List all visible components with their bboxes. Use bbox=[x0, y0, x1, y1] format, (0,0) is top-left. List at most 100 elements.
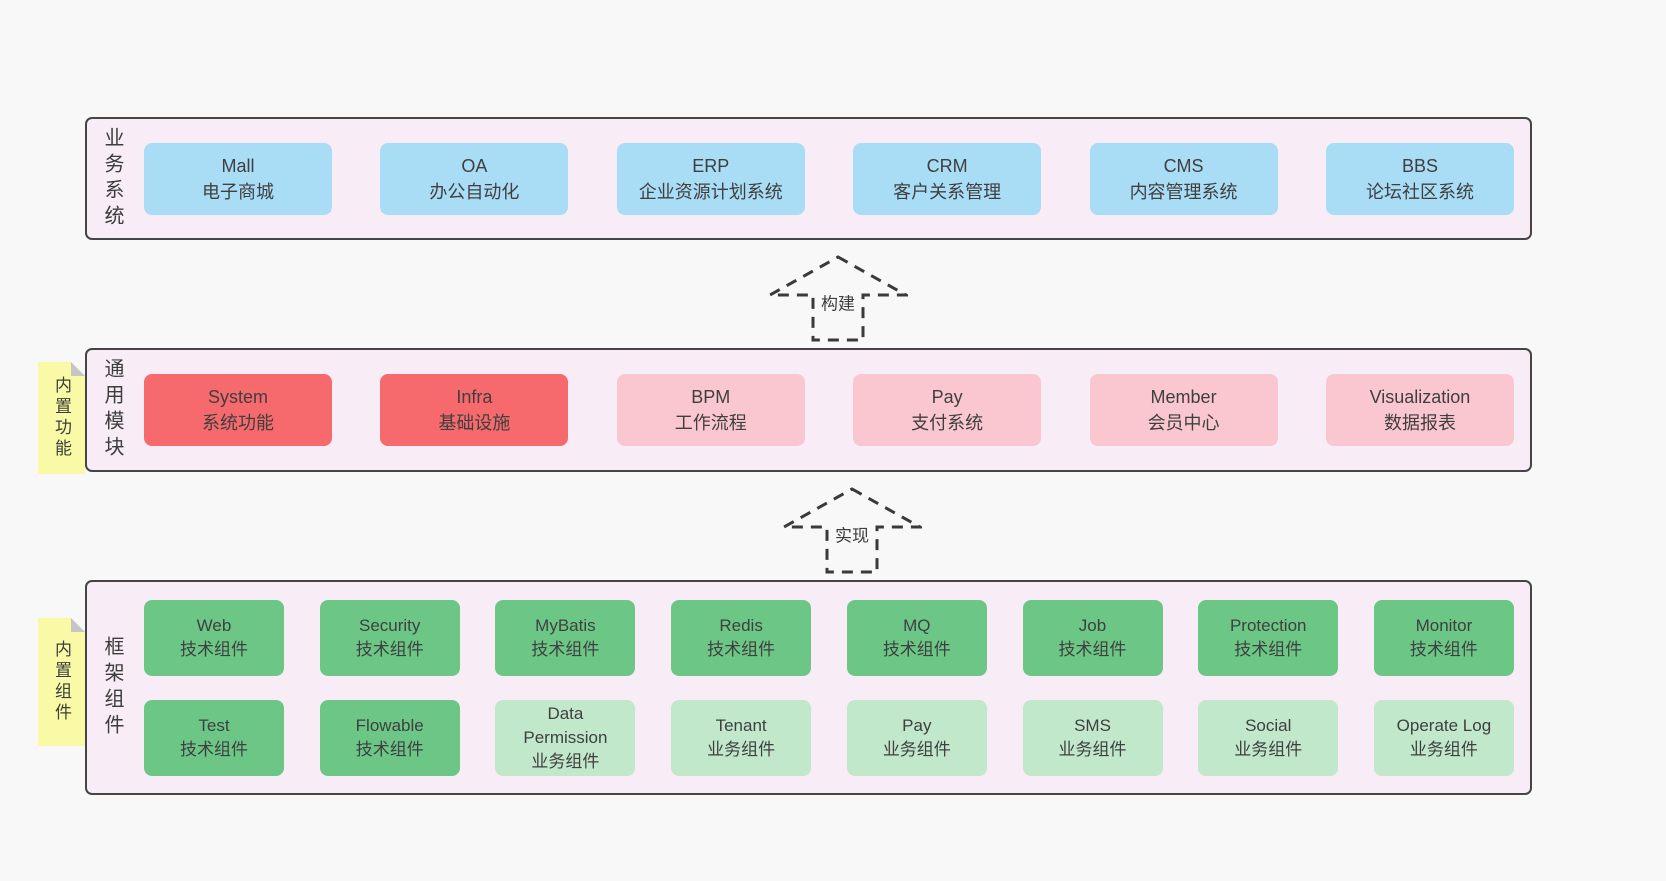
box-desc: 系统功能 bbox=[202, 413, 274, 433]
box-name: CRM bbox=[926, 155, 968, 176]
box-name: ERP bbox=[692, 155, 730, 176]
box-name: SMS bbox=[1074, 715, 1111, 735]
box-name: Job bbox=[1078, 615, 1107, 635]
box-name: Infra bbox=[456, 387, 493, 407]
box-desc: 数据报表 bbox=[1383, 413, 1456, 433]
up-arrow-icon bbox=[768, 255, 908, 342]
box-desc: 业务组件 bbox=[1234, 739, 1303, 759]
box-name: Visualization bbox=[1369, 387, 1471, 407]
box-name: Pay bbox=[902, 715, 932, 735]
box-bbs: BBS 论坛社区系统 bbox=[1325, 142, 1514, 215]
box-desc: 技术组件 bbox=[355, 639, 424, 659]
sticky-note-body bbox=[38, 618, 85, 746]
box-sms: SMS 业务组件 bbox=[1022, 699, 1163, 776]
box-desc: 论坛社区系统 bbox=[1365, 181, 1474, 202]
box-desc: 业务组件 bbox=[1409, 739, 1478, 759]
framework-components-grid: Web 技术组件 Security 技术组件 MyBatis 技术组件 Redi… bbox=[144, 599, 1514, 776]
build-arrow: 构建 bbox=[768, 255, 908, 343]
box-infra: Infra 基础设施 bbox=[380, 374, 569, 446]
box-name: Monitor bbox=[1415, 615, 1473, 635]
box-name: Security bbox=[358, 615, 421, 635]
box-name: MyBatis bbox=[535, 615, 596, 635]
box-desc: 技术组件 bbox=[1058, 639, 1127, 659]
box-name: OA bbox=[461, 155, 488, 176]
box-member: Member 会员中心 bbox=[1089, 374, 1278, 446]
business-systems-row: Mall 电子商城 OA 办公自动化 ERP 企业资源计划系统 CRM 客户关系… bbox=[144, 142, 1514, 215]
box-pay-module: Pay 支付系统 bbox=[853, 374, 1042, 446]
box-name: Tenant bbox=[715, 715, 767, 735]
box-desc: 业务组件 bbox=[1058, 739, 1127, 759]
built-in-components-label: 内置组件 bbox=[52, 640, 71, 724]
up-arrow-icon bbox=[782, 487, 922, 574]
box-social: Social 业务组件 bbox=[1198, 699, 1339, 776]
box-operate-log: Operate Log 业务组件 bbox=[1373, 699, 1514, 776]
box-desc: 工作流程 bbox=[674, 413, 747, 433]
build-arrow-label: 构建 bbox=[818, 288, 858, 316]
box-redis: Redis 技术组件 bbox=[671, 599, 812, 676]
framework-row-2: Test 技术组件 Flowable 技术组件 Data Permission … bbox=[144, 699, 1514, 776]
box-desc: 会员中心 bbox=[1147, 413, 1220, 433]
box-desc: 技术组件 bbox=[882, 639, 951, 659]
box-desc: 内容管理系统 bbox=[1129, 181, 1238, 202]
box-name: Test bbox=[198, 715, 230, 735]
framework-components-label: 框架组件 bbox=[101, 635, 123, 740]
box-name: Flowable bbox=[355, 715, 424, 735]
built-in-features-sticky: 内置功能 bbox=[38, 362, 85, 474]
box-name: Redis bbox=[719, 615, 763, 635]
box-mq: MQ 技术组件 bbox=[846, 599, 987, 676]
box-desc: 业务组件 bbox=[531, 751, 600, 771]
box-name: Member bbox=[1150, 387, 1217, 407]
box-desc: 技术组件 bbox=[355, 739, 424, 759]
box-crm: CRM 客户关系管理 bbox=[853, 142, 1042, 215]
box-security: Security 技术组件 bbox=[319, 599, 460, 676]
box-desc: 业务组件 bbox=[707, 739, 776, 759]
business-systems-panel: 业务系统 Mall 电子商城 OA 办公自动化 ERP 企业资源计划系统 CRM… bbox=[85, 117, 1532, 240]
box-flowable: Flowable 技术组件 bbox=[319, 699, 460, 776]
common-modules-panel: 通用模块 System 系统功能 Infra 基础设施 BPM 工作流程 Pay… bbox=[85, 348, 1532, 472]
box-visualization: Visualization 数据报表 bbox=[1325, 374, 1514, 446]
box-desc: 技术组件 bbox=[180, 739, 248, 759]
business-systems-label: 业务系统 bbox=[101, 126, 123, 231]
box-desc: 技术组件 bbox=[1234, 639, 1303, 659]
box-web: Web 技术组件 bbox=[144, 599, 284, 676]
common-modules-row: System 系统功能 Infra 基础设施 BPM 工作流程 Pay 支付系统… bbox=[144, 374, 1514, 446]
box-desc: 基础设施 bbox=[438, 413, 511, 433]
box-desc: 业务组件 bbox=[882, 739, 951, 759]
framework-components-panel: 框架组件 Web 技术组件 Security 技术组件 MyBatis 技术组件… bbox=[85, 580, 1532, 795]
box-name: BPM bbox=[691, 387, 731, 407]
box-name: Mall bbox=[221, 155, 255, 176]
box-system: System 系统功能 bbox=[144, 374, 332, 446]
box-test: Test 技术组件 bbox=[144, 699, 284, 776]
box-name: Protection bbox=[1229, 615, 1307, 635]
box-name: Pay bbox=[931, 387, 963, 407]
box-desc: 办公自动化 bbox=[429, 181, 520, 202]
box-desc: 技术组件 bbox=[180, 639, 248, 659]
implement-arrow: 实现 bbox=[782, 487, 922, 575]
box-pay-component: Pay 业务组件 bbox=[846, 699, 987, 776]
box-protection: Protection 技术组件 bbox=[1198, 599, 1339, 676]
box-job: Job 技术组件 bbox=[1022, 599, 1163, 676]
box-name: BBS bbox=[1401, 155, 1438, 176]
box-name: MQ bbox=[903, 615, 931, 635]
box-desc: 客户关系管理 bbox=[893, 181, 1002, 202]
box-tenant: Tenant 业务组件 bbox=[671, 699, 812, 776]
box-name: CMS bbox=[1163, 155, 1204, 176]
common-modules-label: 通用模块 bbox=[101, 358, 123, 462]
box-data-permission: Data Permission 业务组件 bbox=[495, 699, 636, 776]
box-desc: 技术组件 bbox=[707, 639, 776, 659]
box-desc: 技术组件 bbox=[1409, 639, 1478, 659]
box-desc: 企业资源计划系统 bbox=[638, 181, 783, 202]
box-mall: Mall 电子商城 bbox=[144, 142, 332, 215]
box-desc: 电子商城 bbox=[202, 181, 274, 202]
sticky-note-body bbox=[38, 362, 85, 474]
box-mybatis: MyBatis 技术组件 bbox=[495, 599, 636, 676]
box-name: Web bbox=[196, 615, 232, 635]
box-name: Operate Log bbox=[1396, 715, 1492, 735]
box-name: Social bbox=[1245, 715, 1292, 735]
box-cms: CMS 内容管理系统 bbox=[1089, 142, 1278, 215]
box-name: System bbox=[207, 387, 268, 407]
box-desc: 技术组件 bbox=[531, 639, 600, 659]
implement-arrow-label: 实现 bbox=[832, 520, 872, 548]
box-name: Data Permission bbox=[523, 703, 608, 747]
built-in-features-label: 内置功能 bbox=[52, 376, 71, 460]
